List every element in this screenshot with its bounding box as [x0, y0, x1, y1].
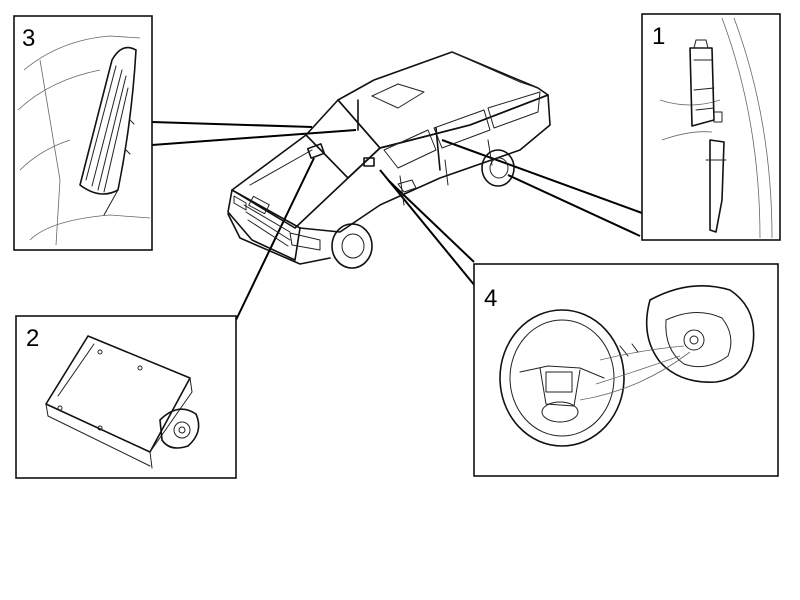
seat-side-airbag-illustration [17, 35, 151, 246]
leader-line-1b [507, 174, 641, 237]
callout-4-frame [473, 263, 779, 477]
side-curtain-airbag-illustration [659, 17, 773, 239]
leader-lines [151, 121, 643, 321]
callout-1-number: 1 [652, 23, 665, 50]
callout-1: 1 [641, 13, 781, 241]
callout-2-number: 2 [26, 325, 39, 352]
leader-line-2 [235, 157, 315, 321]
callout-1-frame [641, 13, 781, 241]
callout-4: 4 [473, 263, 779, 477]
callout-2-frame [15, 315, 237, 479]
passenger-airbag-illustration [45, 335, 200, 469]
callout-4-number: 4 [484, 285, 497, 312]
leader-line-4a [379, 169, 481, 293]
leader-line-3b [151, 129, 357, 146]
leader-line-3a [151, 121, 313, 128]
leader-line-4b [387, 179, 475, 263]
car-illustration [227, 51, 551, 269]
callout-2: 2 [15, 315, 237, 479]
leader-line-1a [441, 139, 643, 214]
callout-3-frame [13, 15, 153, 251]
callout-3: 3 [13, 15, 153, 251]
steering-wheel-airbag-illustration [499, 285, 755, 447]
callout-3-number: 3 [22, 25, 35, 52]
